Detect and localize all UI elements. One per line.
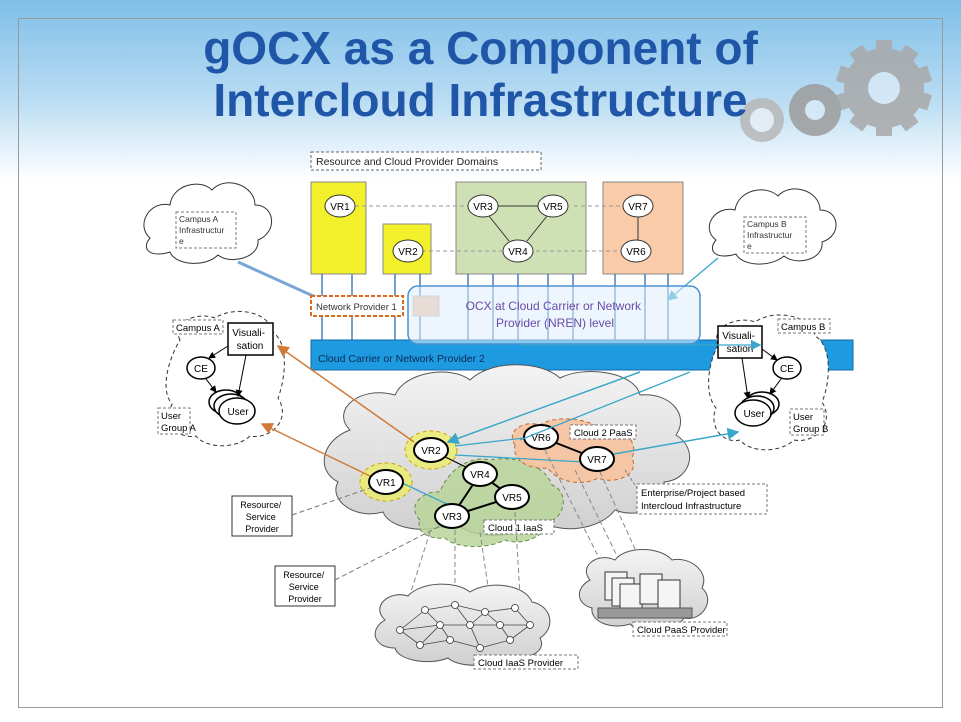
vr2-top-node: VR2 [392,239,424,263]
svg-text:VR6: VR6 [531,433,551,444]
network-provider-1-label: Network Provider 1 [316,302,397,313]
vr5-cloud-node: VR5 [494,484,530,510]
vr7-top-node: VR7 [622,194,654,218]
svg-text:CE: CE [194,364,208,375]
svg-text:Resource/ Service: Resource/ Service Provider [240,500,284,534]
svg-text:VR7: VR7 [587,455,607,466]
vr4-top-node: VR4 [502,239,534,263]
svg-text:VR4: VR4 [508,247,528,258]
vr1-top-node: VR1 [324,194,356,218]
svg-text:Visuali- sation: Visuali- sation [232,328,267,352]
svg-text:User: User [743,409,765,420]
slide-title: gOCX as a Component of Intercloud Infras… [0,22,961,126]
vr4-cloud-node: VR4 [462,461,498,487]
vr6-cloud-node: VR6 [523,424,559,450]
svg-text:Cloud IaaS Provider: Cloud IaaS Provider [478,658,563,669]
svg-text:CE: CE [780,364,794,375]
title-line-1: gOCX as a Component of [203,22,758,74]
svg-text:Resource/ Service: Resource/ Service Provider [283,570,327,604]
intercloud-cloud [323,364,691,536]
svg-text:Cloud PaaS Provider: Cloud PaaS Provider [637,625,726,636]
domains-label: Resource and Cloud Provider Domains [316,156,498,168]
cloud-paas-provider: Cloud PaaS Provider [578,549,728,637]
svg-text:Campus B Infrastructur: Campus B Infrastructur e [747,219,795,251]
svg-text:VR7: VR7 [628,202,648,213]
svg-text:Campus A: Campus A [176,323,220,334]
domains-label-box [310,151,542,171]
enterprise-label: Enterprise/Project based Intercloud Infr… [641,488,748,512]
title-line-2: Intercloud Infrastructure [213,74,748,126]
cloud-carrier-label: Cloud Carrier or Network Provider 2 [318,353,485,365]
svg-text:User Group A: User Group A [161,411,197,434]
svg-text:VR1: VR1 [376,478,396,489]
resource-provider-1: Resource/ Service Provider [231,487,371,537]
svg-text:VR4: VR4 [470,470,490,481]
svg-text:OCX at Cloud Carrier or Networ: OCX at Cloud Carrier or Network Provider… [466,299,645,330]
cloud1-iaas-label: Cloud 1 IaaS [488,523,543,534]
svg-text:Campus A Infrastructur: Campus A Infrastructur e [179,214,227,246]
slide-frame [18,18,943,708]
svg-text:VR3: VR3 [442,512,462,523]
vr1-cloud-node: VR1 [368,469,404,495]
vr5-top-node: VR5 [537,194,569,218]
svg-text:User Group B: User Group B [793,412,828,435]
cloud2-paas-label: Cloud 2 PaaS [574,428,633,439]
vr7-cloud-node: VR7 [579,446,615,472]
svg-text:VR5: VR5 [543,202,563,213]
campus-b-group: Campus B Visuali- sation CE User User Gr… [708,314,831,451]
ocx-label-line-2: Provider (NREN) level [496,316,614,330]
network-provider-1-box [310,295,404,317]
campus-b-cloud: Campus B Infrastructur e [708,188,837,265]
svg-text:VR1: VR1 [330,202,350,213]
ocx-label-line-1: OCX at Cloud Carrier or Network [466,299,642,313]
svg-text:VR2: VR2 [398,247,418,258]
campus-a-group: Campus A Visuali- sation CE User User Gr… [157,310,285,447]
ocx-overlay-box [407,285,701,345]
svg-text:Campus B: Campus B [781,322,825,333]
vr3-cloud-node: VR3 [434,503,470,529]
svg-text:VR3: VR3 [473,202,493,213]
visualisation-a-box [227,322,274,356]
campus-a-cloud: Campus A Infrastructur e [143,182,273,264]
vr2-cloud-node: VR2 [413,437,449,463]
svg-text:Visuali- sation: Visuali- sation [722,331,757,355]
cloud-iaas-provider: Cloud IaaS Provider [374,583,579,670]
resource-provider-2: Resource/ Service Provider [274,525,441,607]
vr6-top-node: VR6 [620,239,652,263]
svg-text:User: User [227,407,249,418]
svg-text:VR5: VR5 [502,493,522,504]
svg-text:VR6: VR6 [626,247,646,258]
vr3-top-node: VR3 [467,194,499,218]
svg-text:VR2: VR2 [421,446,441,457]
